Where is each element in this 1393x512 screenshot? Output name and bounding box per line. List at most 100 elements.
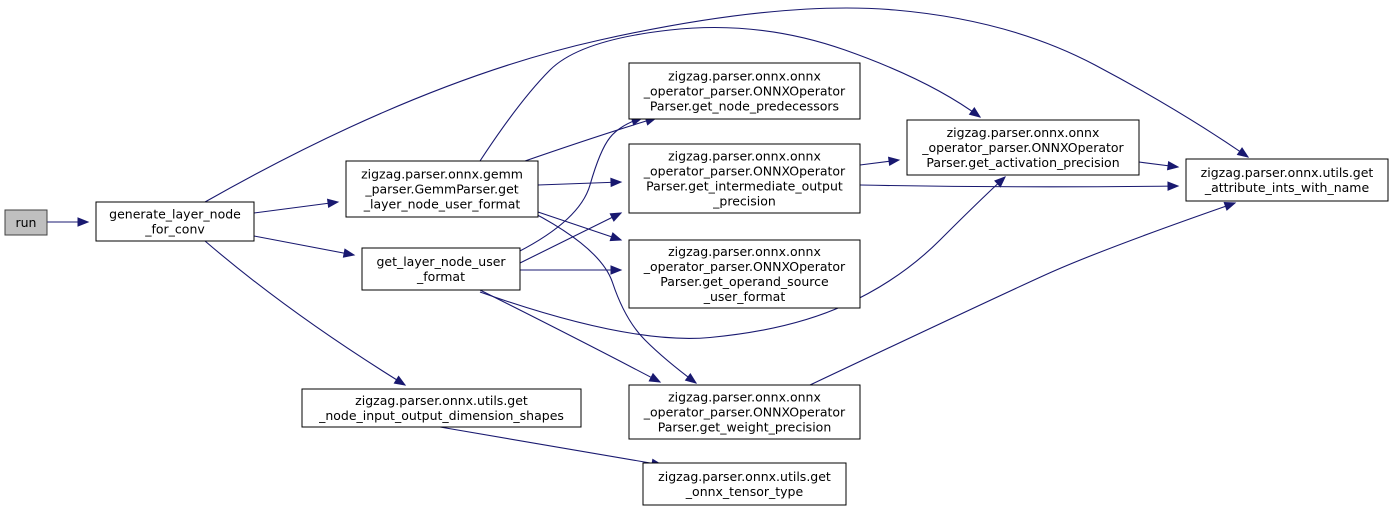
edge-line xyxy=(517,117,643,253)
node-box[interactable] xyxy=(301,388,582,428)
node-run[interactable]: run xyxy=(4,209,48,236)
edge-line xyxy=(253,201,339,214)
edge-gemm-to-operand xyxy=(537,211,623,242)
node-label-line: _layer_node_user_format xyxy=(363,197,521,212)
edge-line xyxy=(204,7,1249,203)
node-generate[interactable]: generate_layer_node_for_conv xyxy=(95,201,255,242)
node-label-line: _format xyxy=(416,269,465,284)
node-label-line: zigzag.parser.onnx.onnx xyxy=(947,125,1100,140)
node-label-line: _parser.GemmParser.get xyxy=(364,182,518,197)
node-label-line: zigzag.parser.onnx.onnx xyxy=(668,390,821,405)
node-getlayer[interactable]: get_layer_node_user_format xyxy=(361,247,521,291)
arrowhead-icon xyxy=(887,156,901,167)
node-box[interactable] xyxy=(642,462,847,506)
edge-inter-to-attr xyxy=(859,181,1180,191)
edge-getlayer-to-act xyxy=(479,176,1006,339)
edge-generate-to-shapes xyxy=(204,240,407,386)
node-box[interactable] xyxy=(628,239,861,309)
arrowhead-icon xyxy=(610,265,623,275)
edge-inter-to-act xyxy=(859,156,901,167)
arrowhead-icon xyxy=(610,177,623,188)
node-box[interactable] xyxy=(628,384,861,440)
node-attr[interactable]: zigzag.parser.onnx.utils.get_attribute_i… xyxy=(1185,158,1389,202)
node-label-line: Parser.get_weight_precision xyxy=(658,420,832,435)
edge-line xyxy=(859,184,1179,188)
arrowhead-icon xyxy=(1236,147,1250,158)
node-gemm[interactable]: zigzag.parser.onnx.gemm_parser.GemmParse… xyxy=(345,160,539,218)
edge-line xyxy=(537,211,622,241)
arrowhead-icon xyxy=(1167,181,1180,191)
edge-line xyxy=(809,202,1236,386)
node-label-line: zigzag.parser.onnx.gemm xyxy=(361,167,523,182)
edge-getlayer-to-weight xyxy=(479,289,662,383)
node-label-line: _node_input_output_dimension_shapes xyxy=(318,408,564,423)
node-label-line: _operator_parser.ONNXOperator xyxy=(643,405,846,420)
node-box[interactable] xyxy=(628,62,861,120)
node-label-line: zigzag.parser.onnx.onnx xyxy=(668,69,821,84)
node-label-line: _operator_parser.ONNXOperator xyxy=(643,84,846,99)
node-box[interactable] xyxy=(628,143,861,214)
edge-line xyxy=(204,240,406,386)
node-label-line: zigzag.parser.onnx.utils.get xyxy=(1201,165,1374,180)
node-label-line: Parser.get_node_predecessors xyxy=(650,99,839,114)
node-label-line: zigzag.parser.onnx.onnx xyxy=(668,149,821,164)
edge-run-to-generate xyxy=(47,217,90,227)
edge-line xyxy=(439,426,663,466)
node-label-line: run xyxy=(16,215,37,230)
arrowhead-icon xyxy=(609,212,623,222)
edge-generate-to-attr xyxy=(204,7,1250,203)
node-pred[interactable]: zigzag.parser.onnx.onnx_operator_parser.… xyxy=(628,62,861,120)
node-weight[interactable]: zigzag.parser.onnx.onnx_operator_parser.… xyxy=(628,384,861,440)
edge-gemm-to-act xyxy=(479,27,982,162)
arrowhead-icon xyxy=(648,372,662,383)
node-label-line: _operator_parser.ONNXOperator xyxy=(643,164,846,179)
edge-line xyxy=(519,212,622,264)
arrowhead-icon xyxy=(326,198,340,209)
edge-line xyxy=(479,289,661,383)
node-label-line: _precision xyxy=(712,194,776,209)
node-label-line: _user_format xyxy=(703,289,786,304)
node-box[interactable] xyxy=(361,247,521,291)
node-label-line: _onnx_tensor_type xyxy=(685,484,804,499)
node-label-line: generate_layer_node xyxy=(109,207,241,222)
edge-line xyxy=(524,117,657,162)
edge-generate-to-gemm xyxy=(253,198,340,214)
node-box[interactable] xyxy=(1185,158,1389,202)
node-label-line: _attribute_ints_with_name xyxy=(1204,180,1370,195)
arrowhead-icon xyxy=(342,248,356,258)
edge-line xyxy=(517,204,697,384)
node-label-line: _operator_parser.ONNXOperator xyxy=(643,259,846,274)
edge-gemm-to-weight xyxy=(517,204,698,384)
node-box[interactable] xyxy=(345,160,539,218)
edge-act-to-attr xyxy=(1138,160,1180,171)
arrowhead-icon xyxy=(994,176,1006,188)
arrowhead-icon xyxy=(393,375,407,386)
edge-line xyxy=(479,176,1006,339)
edge-getlayer-to-operand xyxy=(520,265,623,275)
edge-weight-to-attr xyxy=(809,201,1237,386)
node-tensor[interactable]: zigzag.parser.onnx.utils.get_onnx_tensor… xyxy=(642,462,847,506)
node-box[interactable] xyxy=(95,201,255,242)
edge-line xyxy=(537,181,622,186)
arrowhead-icon xyxy=(609,232,623,242)
node-label-line: get_layer_node_user xyxy=(376,254,506,269)
edge-line xyxy=(253,235,355,256)
edge-getlayer-to-inter xyxy=(519,212,623,264)
node-box[interactable] xyxy=(906,119,1140,176)
nodes-layer: run generate_layer_node_for_conv zigzag.pa… xyxy=(4,62,1389,506)
edge-gemm-to-inter xyxy=(537,177,623,188)
node-label-line: zigzag.parser.onnx.utils.get xyxy=(355,393,528,408)
node-inter[interactable]: zigzag.parser.onnx.onnx_operator_parser.… xyxy=(628,143,861,214)
arrowhead-icon xyxy=(77,217,90,227)
edge-line xyxy=(479,27,981,162)
node-shapes[interactable]: zigzag.parser.onnx.utils.get_node_input_… xyxy=(301,388,582,428)
arrowhead-icon xyxy=(684,372,698,384)
arrowhead-icon xyxy=(968,106,982,118)
node-box[interactable] xyxy=(4,209,48,236)
edges-layer xyxy=(47,7,1250,468)
node-operand[interactable]: zigzag.parser.onnx.onnx_operator_parser.… xyxy=(628,239,861,309)
node-act[interactable]: zigzag.parser.onnx.onnx_operator_parser.… xyxy=(906,119,1140,176)
arrowhead-icon xyxy=(1223,201,1237,211)
node-label-line: Parser.get_operand_source xyxy=(660,274,829,289)
node-label-line: Parser.get_intermediate_output xyxy=(646,179,843,194)
